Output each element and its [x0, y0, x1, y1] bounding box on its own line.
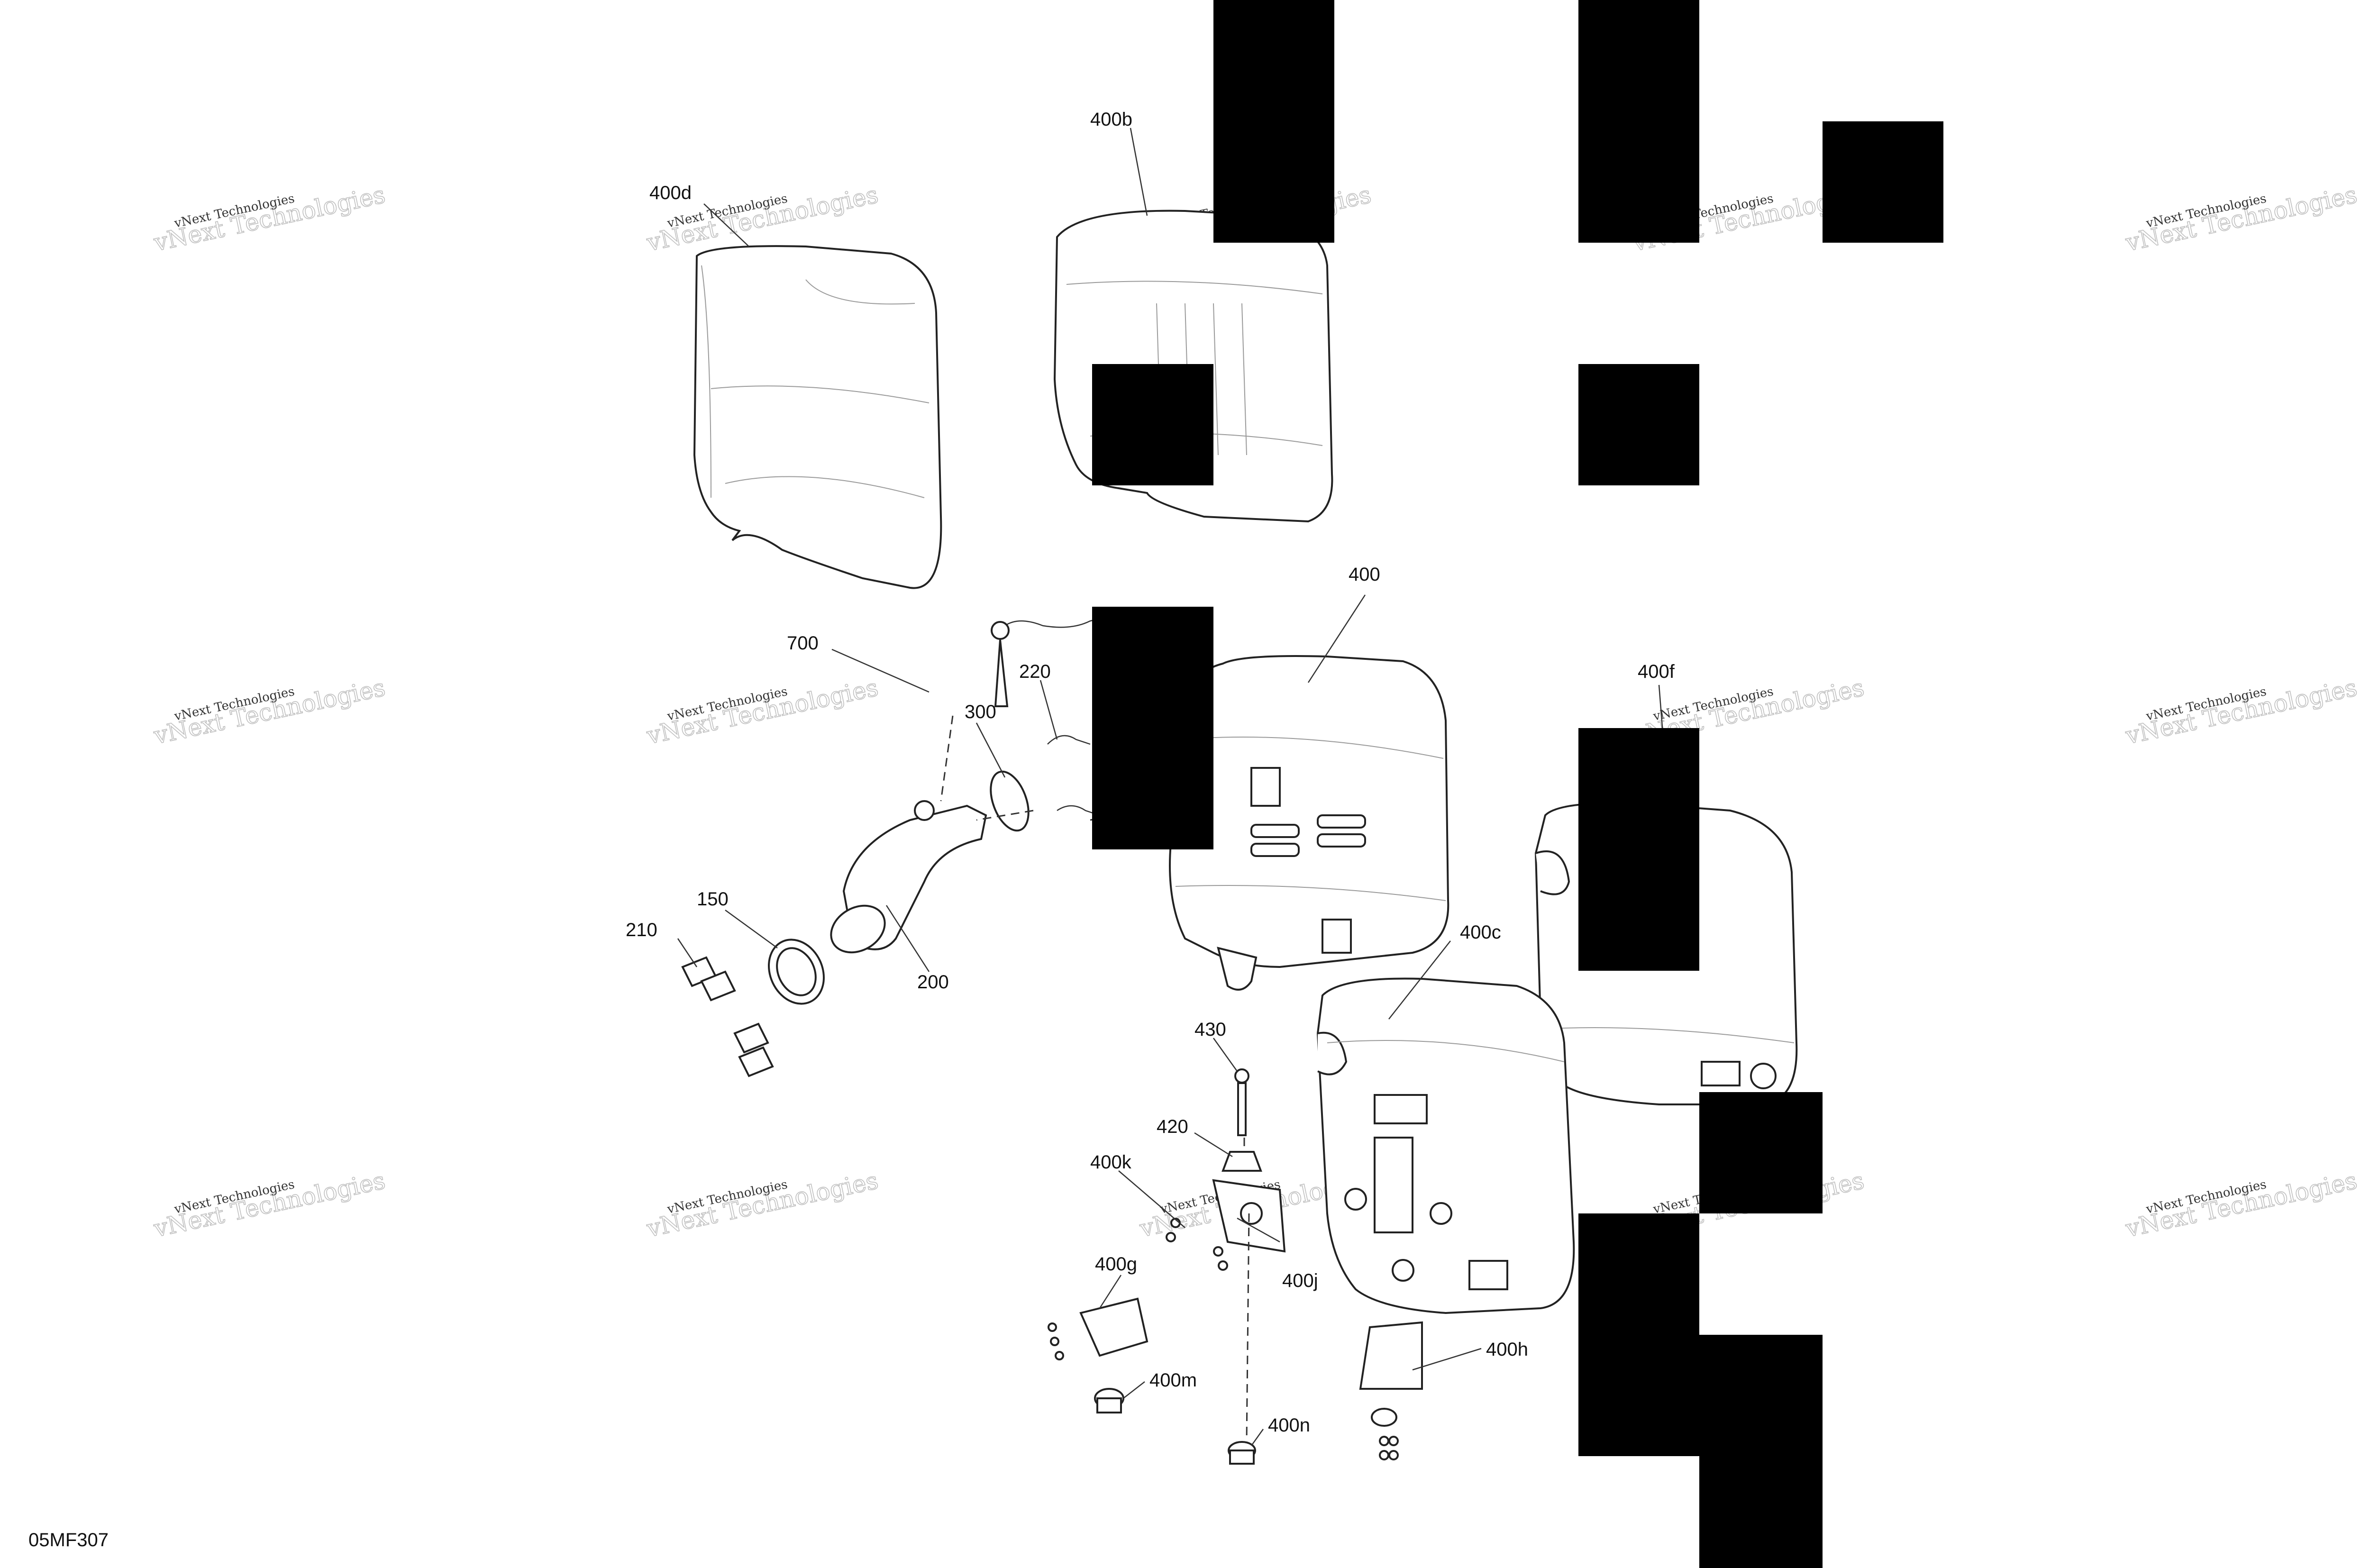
part-430-bolt — [1234, 1068, 1249, 1136]
part-400c-heat-shield — [1316, 977, 1575, 1314]
redaction-block — [1578, 0, 1699, 243]
callout-400b: 400b — [1090, 109, 1132, 130]
part-210-springs — [681, 956, 774, 1077]
callout-200: 200 — [917, 972, 949, 993]
watermark: vNext Technologies vNext Technologies — [2123, 673, 2360, 750]
shield-f-tab — [1701, 1061, 1741, 1086]
drawing-code: 05MF307 — [28, 1530, 109, 1550]
redaction-block — [1578, 364, 1699, 485]
part-400-muffler — [1169, 655, 1449, 991]
callout-400n: 400n — [1268, 1415, 1310, 1436]
shield-c-tab — [1374, 1094, 1428, 1124]
callout-210: 210 — [626, 920, 657, 940]
part-400g-bracket — [1048, 1297, 1149, 1360]
redaction-block — [1092, 364, 1213, 485]
part-400h-bracket — [1359, 1321, 1423, 1460]
watermark: vNext Technologies vNext Technologies — [644, 673, 881, 750]
part-220-springs — [1047, 735, 1100, 816]
muffler-bracket — [1250, 767, 1281, 807]
callout-430: 430 — [1194, 1019, 1226, 1040]
callout-700: 700 — [787, 633, 819, 654]
callout-400k: 400k — [1090, 1152, 1132, 1173]
leader-lines — [677, 128, 1669, 1446]
callout-400g: 400g — [1095, 1254, 1137, 1275]
redaction-blocks — [1092, 0, 1943, 1568]
shield-c-panel — [1374, 1137, 1413, 1233]
part-400m-grommet — [1094, 1388, 1124, 1413]
callout-400m: 400m — [1149, 1370, 1197, 1391]
watermark: vNext Technologies vNext Technologies — [151, 1166, 388, 1243]
watermark: vNext Technologies vNext Technologies — [2123, 180, 2360, 257]
callout-150: 150 — [697, 889, 729, 910]
muffler-vent-slot — [1250, 843, 1300, 857]
callout-400d: 400d — [649, 182, 692, 203]
part-200-exhaust-pipe — [830, 800, 987, 954]
callout-400f: 400f — [1638, 661, 1675, 682]
watermark: vNext Technologies vNext Technologies — [644, 1166, 881, 1243]
muffler-vent-slot — [1250, 824, 1300, 838]
callout-300: 300 — [965, 702, 996, 722]
callout-400h: 400h — [1486, 1339, 1528, 1360]
callout-420: 420 — [1157, 1116, 1188, 1137]
muffler-vent-slot — [1317, 814, 1366, 829]
part-150-ring — [768, 939, 825, 1005]
redaction-block — [1699, 1335, 1823, 1568]
redaction-block — [1213, 0, 1334, 243]
part-400d-heat-shield — [693, 245, 942, 589]
watermark: vNext Technologies vNext Technologies — [2123, 1166, 2360, 1243]
callout-labels: 400d 400b 400 700 220 300 400f 150 210 2… — [626, 109, 1675, 1436]
callout-400c: 400c — [1460, 922, 1501, 943]
redaction-block — [1578, 728, 1699, 971]
redaction-block — [1823, 121, 1943, 243]
callout-220: 220 — [1019, 661, 1051, 682]
callout-400: 400 — [1349, 564, 1380, 585]
redaction-block — [1699, 1092, 1823, 1213]
callout-400j: 400j — [1282, 1270, 1318, 1291]
muffler-mount-plate — [1322, 919, 1352, 954]
watermark: vNext Technologies vNext Technologies — [151, 180, 388, 257]
muffler-vent-slot — [1317, 833, 1366, 848]
alignment-lines — [940, 715, 1250, 1441]
redaction-block — [1092, 607, 1213, 849]
redaction-block — [1578, 1213, 1699, 1456]
part-400n-grommet — [1228, 1441, 1256, 1465]
part-300-gasket — [990, 770, 1030, 832]
watermark: vNext Technologies vNext Technologies — [151, 673, 388, 750]
shield-c-plate — [1468, 1260, 1508, 1290]
